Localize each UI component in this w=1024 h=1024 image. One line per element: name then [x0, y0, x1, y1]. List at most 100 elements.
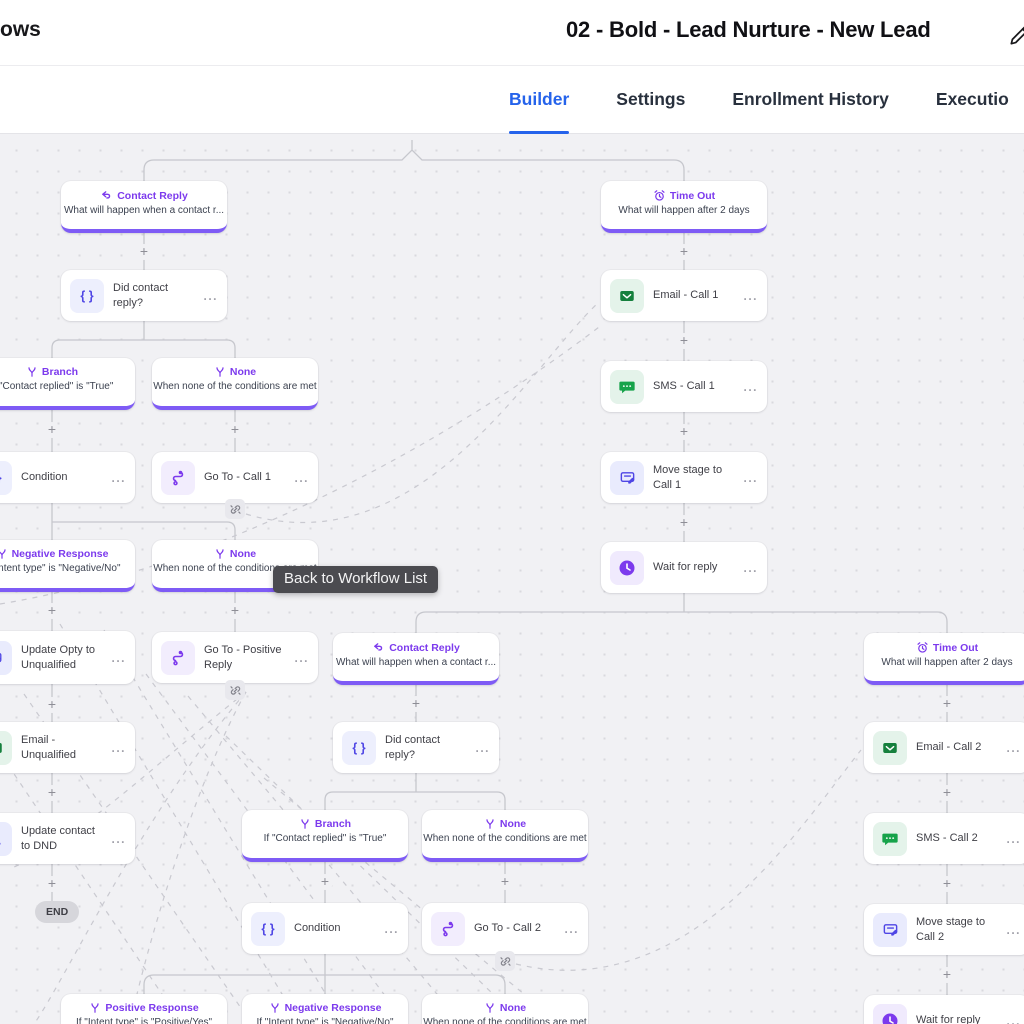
tab-settings[interactable]: Settings: [616, 89, 686, 109]
branch-card[interactable]: Branch If "Contact replied" is "True": [242, 810, 408, 862]
branch-card-none[interactable]: None When none of the conditions are met: [152, 358, 318, 410]
node-menu-button[interactable]: ...: [1006, 1013, 1021, 1024]
add-step-button[interactable]: +: [676, 424, 692, 440]
action-card-move-stage-call-2[interactable]: Move stage to Call 2 ...: [864, 904, 1024, 955]
branch-icon: [216, 549, 224, 559]
node-menu-button[interactable]: ...: [743, 470, 758, 485]
add-step-button[interactable]: +: [939, 876, 955, 892]
add-step-button[interactable]: +: [227, 603, 243, 619]
action-card-condition[interactable]: { } Condition ...: [242, 903, 408, 954]
condition-icon: { }: [342, 730, 376, 765]
trigger-card-contact-reply[interactable]: Contact Reply What will happen when a co…: [333, 633, 499, 685]
add-step-button[interactable]: +: [676, 244, 692, 260]
goto-link-icon[interactable]: [225, 499, 245, 519]
trigger-title: Contact Reply: [117, 189, 188, 202]
node-menu-button[interactable]: ...: [203, 288, 218, 303]
branch-subtitle: When none of the conditions are met: [153, 381, 317, 392]
action-label: Wait for reply: [916, 1014, 981, 1024]
sms-icon: [873, 821, 907, 856]
node-menu-button[interactable]: ...: [294, 650, 309, 665]
tab-enrollment-history[interactable]: Enrollment History: [732, 89, 889, 109]
action-label: Condition: [21, 471, 68, 484]
action-card-goto-call-1[interactable]: Go To - Call 1 ...: [152, 452, 318, 503]
condition-icon: { }: [70, 278, 104, 313]
add-step-button[interactable]: +: [676, 515, 692, 531]
node-menu-button[interactable]: ...: [743, 288, 758, 303]
add-step-button[interactable]: +: [497, 874, 513, 890]
trigger-title: Time Out: [669, 189, 716, 202]
tab-bar: Builder Settings Enrollment History Exec…: [0, 66, 1024, 134]
goto-link-icon[interactable]: [495, 951, 515, 971]
node-menu-button[interactable]: ...: [743, 379, 758, 394]
workflow-title: 02 - Bold - Lead Nurture - New Lead: [566, 17, 931, 42]
action-card-wait-for-reply[interactable]: Wait for reply ...: [601, 542, 767, 593]
add-step-button[interactable]: +: [408, 696, 424, 712]
reply-icon: [102, 191, 111, 199]
action-card-sms-call-1[interactable]: SMS - Call 1 ...: [601, 361, 767, 412]
node-menu-button[interactable]: ...: [111, 831, 126, 846]
add-step-button[interactable]: +: [939, 696, 955, 712]
action-card-sms-call-2[interactable]: SMS - Call 2 ...: [864, 813, 1024, 864]
action-card-goto-positive-reply[interactable]: Go To - Positive Reply ...: [152, 632, 318, 683]
tab-builder[interactable]: Builder: [509, 66, 570, 134]
add-step-button[interactable]: +: [317, 874, 333, 890]
branch-title: Branch: [314, 818, 352, 830]
action-card-goto-call-2[interactable]: Go To - Call 2 ...: [422, 903, 588, 954]
action-card-email-call-1[interactable]: Email - Call 1 ...: [601, 270, 767, 321]
workflow-canvas[interactable]: + + + + + + + + + + + + + + + + + + + Co…: [0, 134, 1024, 1024]
node-menu-button[interactable]: ...: [743, 560, 758, 575]
trigger-card-time-out[interactable]: Time Out What will happen after 2 days: [601, 181, 767, 233]
trigger-card-time-out[interactable]: Time Out What will happen after 2 days: [864, 633, 1024, 685]
action-label: Condition: [294, 922, 341, 935]
action-card-email-unqualified[interactable]: Email - Unqualified ...: [0, 722, 135, 773]
action-label: Update contact to DND: [21, 825, 95, 852]
trigger-card-contact-reply[interactable]: Contact Reply What will happen when a co…: [61, 181, 227, 233]
node-menu-button[interactable]: ...: [1006, 740, 1021, 755]
branch-card-negative-response[interactable]: Negative Response If "Intent type" is "N…: [0, 540, 135, 592]
add-step-button[interactable]: +: [44, 603, 60, 619]
add-step-button[interactable]: +: [44, 876, 60, 892]
node-menu-button[interactable]: ...: [111, 650, 126, 665]
add-step-button[interactable]: +: [44, 422, 60, 438]
trigger-title: Time Out: [932, 641, 979, 654]
action-card-did-contact-reply[interactable]: { } Did contact reply? ...: [61, 270, 227, 321]
action-card-move-stage-call-1[interactable]: Move stage to Call 1 ...: [601, 452, 767, 503]
node-menu-button[interactable]: ...: [564, 921, 579, 936]
add-step-button[interactable]: +: [44, 697, 60, 713]
goto-link-icon[interactable]: [225, 680, 245, 700]
action-label: Move stage to Call 2: [916, 916, 986, 943]
add-step-button[interactable]: +: [676, 333, 692, 349]
action-card-wait-for-reply[interactable]: Wait for reply ...: [864, 995, 1024, 1024]
edit-title-button[interactable]: [1007, 22, 1024, 48]
action-card-condition[interactable]: { } Condition ...: [0, 452, 135, 503]
action-card-update-opty[interactable]: Update Opty to Unqualified ...: [0, 631, 135, 684]
action-card-update-dnd[interactable]: Update contact to DND ...: [0, 813, 135, 864]
add-step-button[interactable]: +: [136, 244, 152, 260]
branch-subtitle: If "Intent type" is "Positive/Yes": [75, 1017, 213, 1024]
branch-card-none[interactable]: None When none of the conditions are met: [422, 994, 588, 1024]
node-menu-button[interactable]: ...: [111, 470, 126, 485]
add-step-button[interactable]: +: [939, 785, 955, 801]
node-menu-button[interactable]: ...: [1006, 831, 1021, 846]
condition-icon: { }: [251, 911, 285, 946]
add-step-button[interactable]: +: [939, 967, 955, 983]
node-menu-button[interactable]: ...: [475, 740, 490, 755]
branch-card-positive-response[interactable]: Positive Response If "Intent type" is "P…: [61, 994, 227, 1024]
tab-execution[interactable]: Executio: [935, 89, 1009, 109]
branch-title: None: [229, 366, 257, 378]
node-menu-button[interactable]: ...: [384, 921, 399, 936]
node-menu-button[interactable]: ...: [1006, 922, 1021, 937]
add-step-button[interactable]: +: [227, 422, 243, 438]
branch-title: Negative Response: [284, 1002, 382, 1014]
action-label: Wait for reply: [653, 561, 718, 574]
branch-icon: [486, 1003, 494, 1013]
branch-card-none[interactable]: None When none of the conditions are met: [422, 810, 588, 862]
branch-card[interactable]: Branch If "Contact replied" is "True": [0, 358, 135, 410]
alarm-icon: [654, 190, 665, 201]
node-menu-button[interactable]: ...: [111, 740, 126, 755]
action-card-email-call-2[interactable]: Email - Call 2 ...: [864, 722, 1024, 773]
add-step-button[interactable]: +: [44, 785, 60, 801]
branch-card-negative-response[interactable]: Negative Response If "Intent type" is "N…: [242, 994, 408, 1024]
node-menu-button[interactable]: ...: [294, 470, 309, 485]
action-card-did-contact-reply[interactable]: { } Did contact reply? ...: [333, 722, 499, 773]
